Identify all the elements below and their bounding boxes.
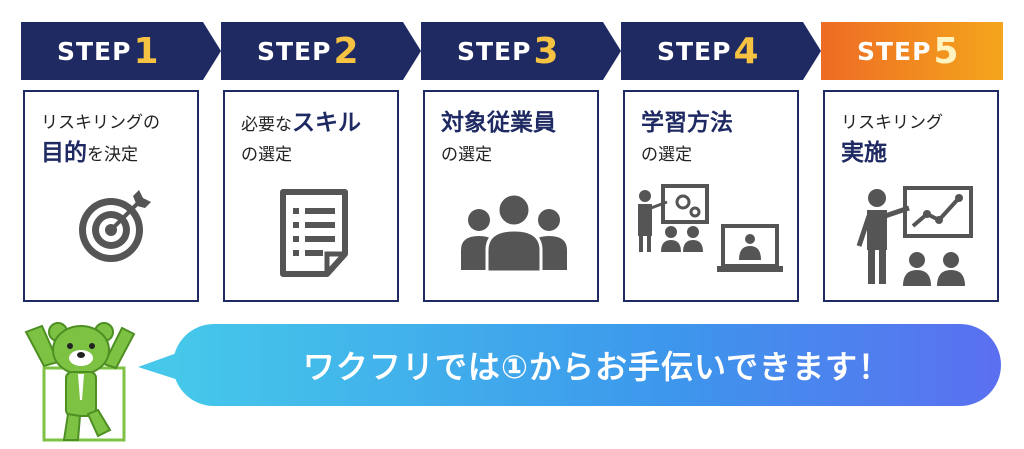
- bear-mascot-icon: [24, 322, 136, 442]
- step-5-banner-shape: [821, 22, 1003, 80]
- step-number: 2: [333, 30, 360, 72]
- step-2-title: 必要なスキル の選定: [241, 110, 361, 165]
- step-3-highlight: 対象従業員: [441, 110, 556, 136]
- step-number: 3: [533, 30, 560, 72]
- document-icon: [280, 189, 348, 277]
- step-number: 4: [733, 30, 760, 72]
- step-1-highlight: 目的: [41, 140, 87, 166]
- step-4-highlight: 学習方法: [641, 110, 733, 136]
- step-label: STEP: [657, 36, 732, 66]
- step-4-banner-shape: [621, 22, 821, 80]
- presentation-icon: [856, 186, 973, 286]
- step-number: 1: [133, 30, 160, 72]
- step-3-card: 対象従業員 の選定: [423, 90, 599, 302]
- training-methods-icon: [638, 184, 783, 272]
- step-3-title: 対象従業員 の選定: [441, 110, 556, 165]
- people-group-icon: [461, 192, 567, 272]
- step-2-highlight: スキル: [292, 110, 361, 136]
- step-number: 5: [933, 30, 960, 72]
- step-label: STEP: [57, 36, 132, 66]
- step-2-card: 必要なスキル の選定: [223, 90, 399, 302]
- speech-bubble: ワクフリでは①からお手伝いできます！: [173, 324, 1001, 406]
- step-2-banner-shape: [221, 22, 421, 80]
- step-5-card: リスキリング 実施: [823, 90, 999, 302]
- step-label: STEP: [257, 36, 332, 66]
- step-1-banner-shape: [21, 22, 221, 80]
- bubble-message: ワクフリでは①からお手伝いできます！: [302, 348, 892, 386]
- step-label: STEP: [857, 36, 932, 66]
- step-3-banner-shape: [421, 22, 621, 80]
- target-icon: [79, 190, 151, 262]
- step-4-card: 学習方法 の選定: [623, 90, 799, 302]
- step-label: STEP: [457, 36, 532, 66]
- step-5-highlight: 実施: [841, 140, 887, 166]
- step-4-title: 学習方法 の選定: [641, 110, 733, 165]
- step-1-title: リスキリングの 目的を決定: [41, 113, 160, 166]
- step-1-card: リスキリングの 目的を決定: [23, 90, 199, 302]
- step-5-title: リスキリング 実施: [841, 113, 943, 166]
